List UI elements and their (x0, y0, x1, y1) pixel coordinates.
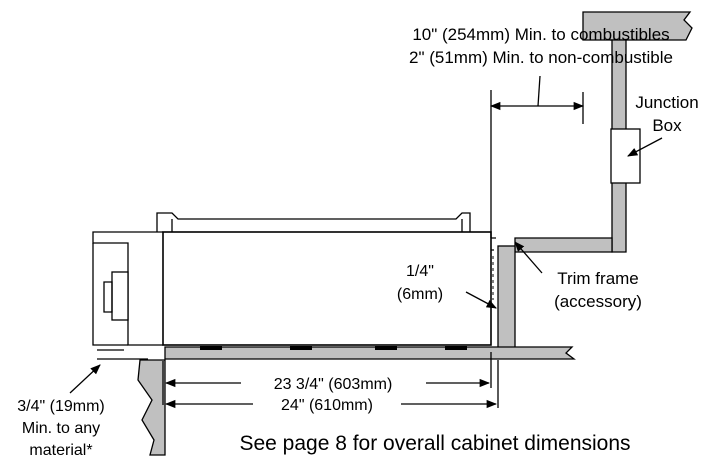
floor-slab (164, 346, 576, 360)
width-dimensions (162, 352, 499, 409)
ceiling-joist (582, 11, 693, 41)
junction-box-label-line1: Junction (635, 93, 698, 112)
top-clearance-dimension (489, 75, 585, 238)
bottom-clearance-label-line2: Min. to any (22, 420, 100, 437)
clearance-combustibles-label: 10" (254mm) Min. to combustibles (412, 25, 669, 44)
footnote-text: See page 8 for overall cabinet dimension… (239, 432, 630, 455)
clearance-non-combustible-label: 2" (51mm) Min. to non-combustible (409, 48, 673, 67)
junction-box (610, 128, 641, 184)
dimension-inner-label: 23 3/4" (603mm) (274, 376, 393, 393)
junction-box-label-line2: Box (652, 116, 682, 135)
wall-structure (497, 39, 627, 353)
gap-label-line1: 1/4" (406, 263, 434, 280)
dimension-outer-label: 24" (610mm) (281, 397, 373, 414)
bottom-clearance-label-line3: material* (29, 442, 92, 459)
trim-frame-label-line2: (accessory) (554, 292, 642, 311)
floor-breakaway (97, 349, 166, 456)
bottom-clearance-label-line1: 3/4" (19mm) (17, 398, 104, 415)
trim-frame-label-line1: Trim frame (557, 269, 639, 288)
leader-lines (69, 137, 663, 394)
cabinet-unit (92, 212, 496, 346)
gap-label-line2: (6mm) (397, 286, 443, 303)
